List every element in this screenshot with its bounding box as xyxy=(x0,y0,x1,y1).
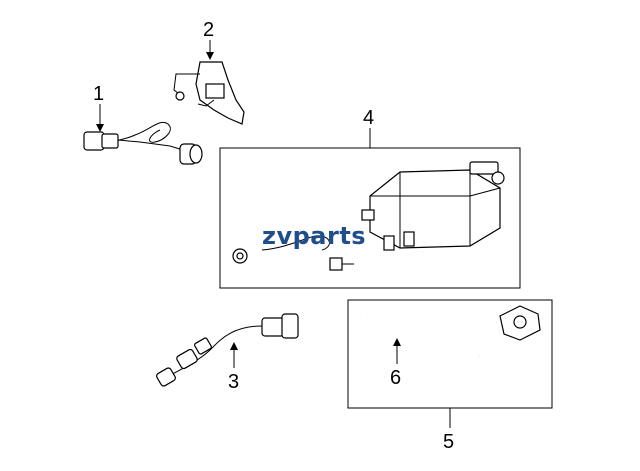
callout-1: 1 xyxy=(93,83,104,105)
callout-2: 2 xyxy=(203,19,214,41)
part-3-oxygen-sensor[interactable] xyxy=(156,313,299,387)
callout-4: 4 xyxy=(363,107,374,129)
part-1-oxygen-sensor[interactable] xyxy=(83,121,203,165)
callout-3: 3 xyxy=(228,371,239,393)
callout-5: 5 xyxy=(443,431,454,453)
callout-6: 6 xyxy=(390,367,401,389)
part-2-vacuum-switching-valve[interactable] xyxy=(173,61,245,125)
watermark: zvparts xyxy=(262,222,366,250)
part-4-charcoal-canister[interactable] xyxy=(232,161,505,271)
part-6-hose[interactable] xyxy=(358,305,541,378)
